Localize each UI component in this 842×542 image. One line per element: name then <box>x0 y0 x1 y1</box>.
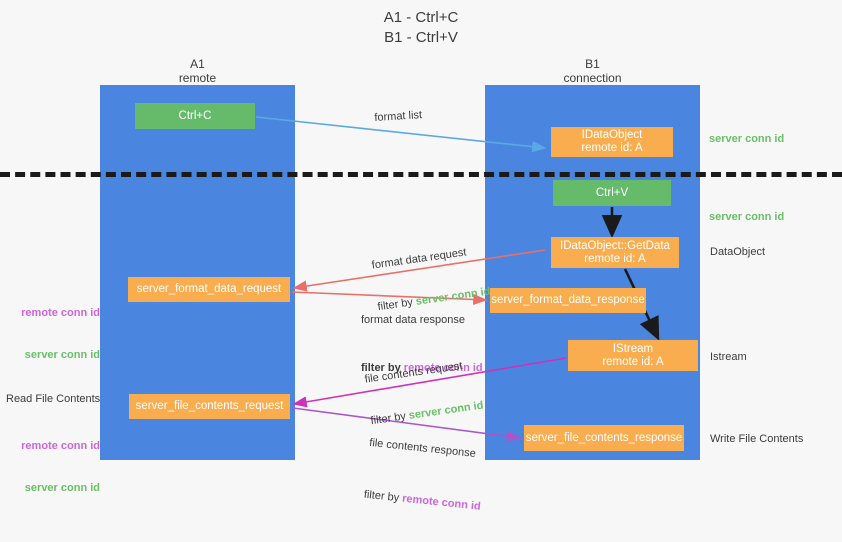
node-ctrl-c[interactable]: Ctrl+C <box>135 103 255 129</box>
arrow-file-contents-request <box>292 357 567 408</box>
filter-key-remote-conn-id: remote conn id <box>401 492 482 513</box>
label-server-conn-id-mid: server conn id <box>709 211 785 223</box>
edge-label-format-list: format list <box>374 109 423 124</box>
diagram-title: A1 - Ctrl+C B1 - Ctrl+V <box>383 9 459 46</box>
edge-label-file-contents-response-text: file contents response <box>368 436 477 460</box>
lane-header-a1: A1 remote <box>178 57 217 85</box>
label-istream: Istream <box>710 351 747 363</box>
label-dataobject: DataObject <box>710 246 766 258</box>
edge-label-format-data-response-filter: filter by remote conn id <box>361 361 483 375</box>
filter-prefix: filter by <box>363 488 403 505</box>
label-read-file-contents: Read File Contents <box>6 393 101 405</box>
node-server-file-contents-request[interactable]: server_file_contents_request <box>129 394 290 419</box>
node-server-format-data-response[interactable]: server_format_data_response <box>490 288 646 313</box>
edge-label-file-contents-request-text: file contents request <box>364 360 464 386</box>
edge-label-file-contents-response: file contents response filter by remote … <box>360 408 489 542</box>
label-remote-conn-id-2: remote conn id <box>21 440 100 452</box>
arrow-format-data-response <box>291 291 488 306</box>
label-server-conn-id-1: server conn id <box>24 349 100 361</box>
arrow-format-list <box>255 116 547 153</box>
filter-prefix: filter by <box>361 362 404 374</box>
label-conn-ids-file: remote conn id server conn id <box>8 411 100 523</box>
edge-label-format-data-request-text: format data request <box>371 246 468 272</box>
node-server-file-contents-response[interactable]: server_file_contents_response <box>524 425 684 451</box>
lane-header-b1: B1 connection <box>563 57 622 85</box>
edge-label-format-data-response: format data response filter by remote co… <box>361 285 483 403</box>
edge-label-file-contents-response-filter: filter by remote conn id <box>363 488 481 514</box>
label-write-file-contents: Write File Contents <box>710 433 804 445</box>
node-server-format-data-request[interactable]: server_format_data_request <box>128 277 290 302</box>
label-server-conn-id-top: server conn id <box>709 133 785 145</box>
label-remote-conn-id-1: remote conn id <box>21 307 100 319</box>
diagram-canvas: A1 - Ctrl+C B1 - Ctrl+V A1 remote B1 con… <box>0 9 842 513</box>
label-conn-ids-format: remote conn id server conn id <box>8 278 100 390</box>
filter-key-remote-conn-id: remote conn id <box>403 362 483 374</box>
arrow-file-contents-response <box>292 407 522 442</box>
node-istream[interactable]: IStream remote id: A <box>568 340 698 371</box>
node-ctrl-v[interactable]: Ctrl+V <box>553 180 671 206</box>
node-idataobject[interactable]: IDataObject remote id: A <box>551 127 673 157</box>
node-idataobject-getdata[interactable]: IDataObject::GetData remote id: A <box>551 237 679 268</box>
phase-divider <box>0 172 842 177</box>
arrow-format-data-request <box>292 249 546 292</box>
edge-label-format-data-response-text: format data response <box>361 314 465 326</box>
label-server-conn-id-2: server conn id <box>24 482 100 494</box>
